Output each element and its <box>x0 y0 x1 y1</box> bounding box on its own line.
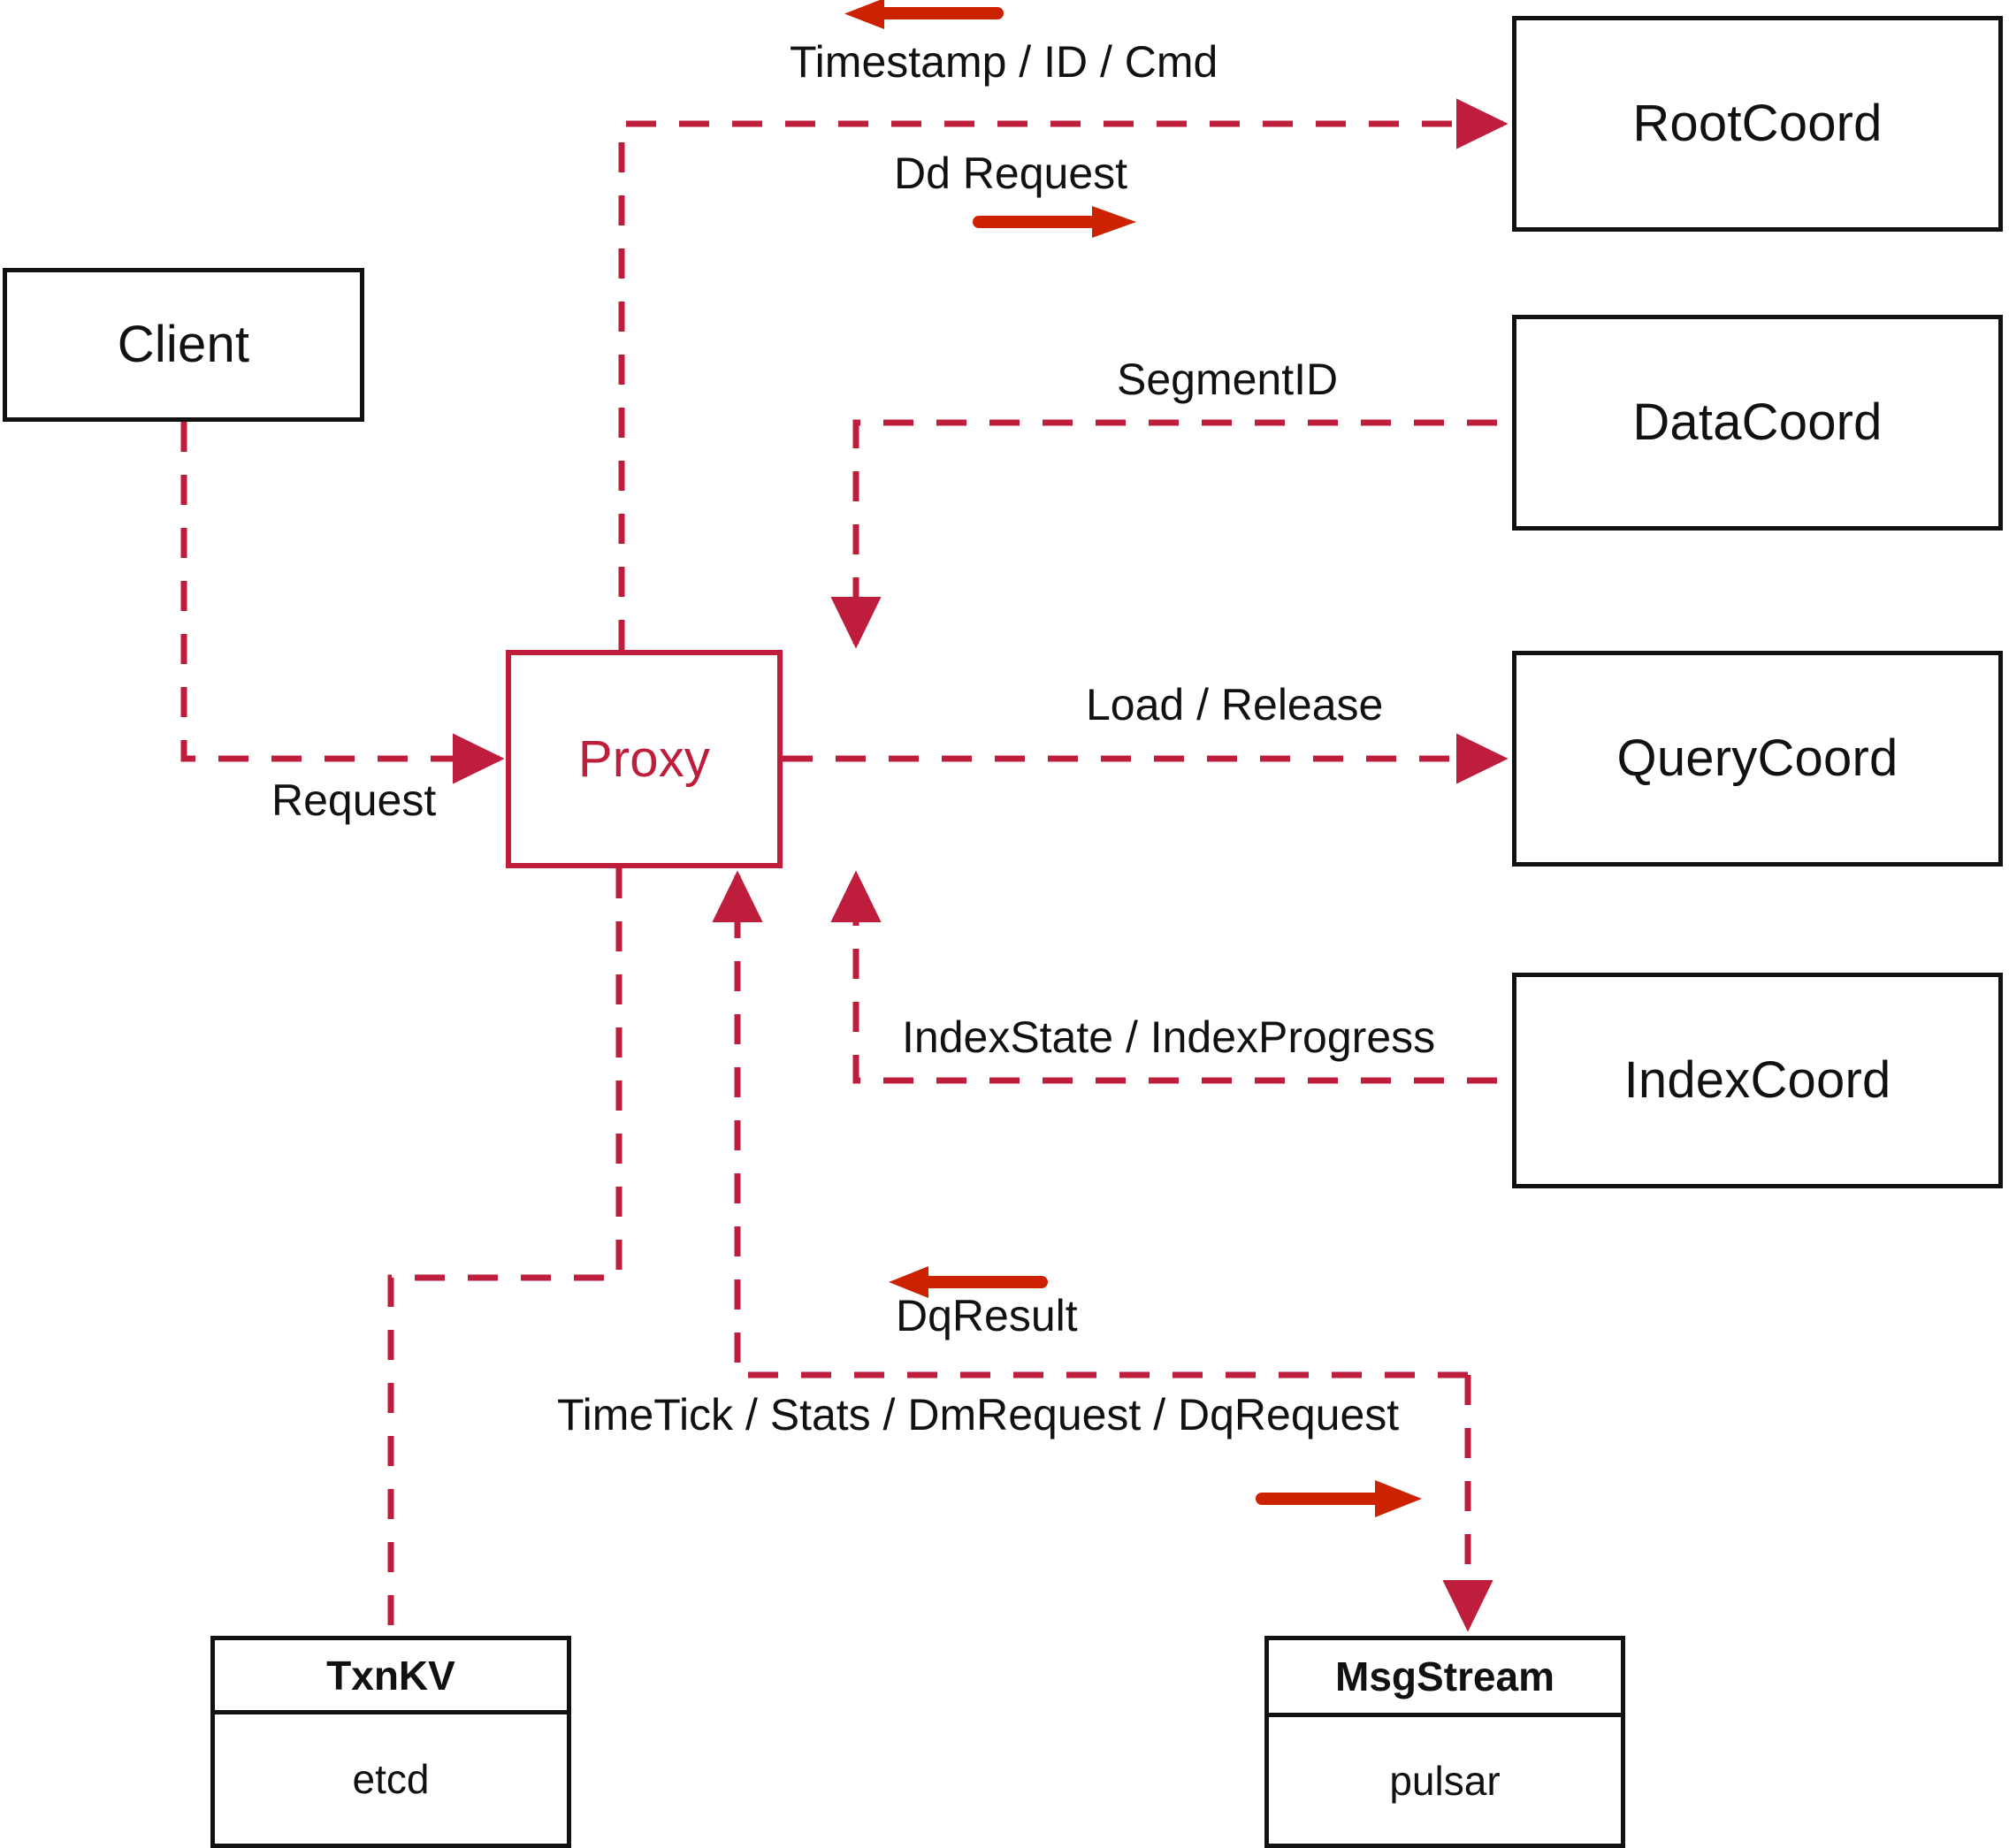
arrow-left-dqresult <box>889 1266 1048 1298</box>
node-msgstream-title: MsgStream <box>1335 1653 1554 1699</box>
node-msgstream-body: pulsar <box>1269 1717 1621 1844</box>
node-txnkv-body: etcd <box>215 1714 567 1844</box>
node-txnkv-header: TxnKV <box>215 1640 567 1714</box>
edge-label-segmentid: SegmentID <box>1117 355 1339 404</box>
direction-arrow-group <box>844 0 1422 1517</box>
arrow-right-timetick <box>1256 1480 1422 1517</box>
node-txnkv[interactable]: TxnKV etcd <box>210 1636 571 1848</box>
node-txnkv-impl: etcd <box>352 1756 430 1802</box>
edge-label-timetick: TimeTick / Stats / DmRequest / DqRequest <box>557 1390 1400 1439</box>
edge-label-request: Request <box>271 775 437 825</box>
node-rootcoord[interactable]: RootCoord <box>1512 16 2003 232</box>
edge-client-to-proxy <box>180 422 505 784</box>
node-querycoord[interactable]: QueryCoord <box>1512 651 2003 867</box>
edge-label-dqresult: DqResult <box>896 1291 1078 1340</box>
edge-label-dd-request: Dd Request <box>894 149 1128 198</box>
node-msgstream-impl: pulsar <box>1389 1757 1501 1804</box>
node-client-label: Client <box>117 316 250 373</box>
node-msgstream[interactable]: MsgStream pulsar <box>1264 1636 1625 1848</box>
edge-proxy-to-rootcoord <box>618 98 1509 650</box>
edge-msgstream-to-proxy <box>712 870 1468 1378</box>
edge-label-load-release: Load / Release <box>1086 680 1384 729</box>
node-datacoord[interactable]: DataCoord <box>1512 315 2003 531</box>
node-proxy-label: Proxy <box>577 729 711 788</box>
node-querycoord-label: QueryCoord <box>1616 729 1898 787</box>
node-indexcoord-label: IndexCoord <box>1623 1051 1891 1109</box>
node-datacoord-label: DataCoord <box>1632 393 1883 451</box>
node-rootcoord-label: RootCoord <box>1632 95 1883 152</box>
edge-label-indexstate: IndexState / IndexProgress <box>902 1012 1436 1062</box>
node-msgstream-header: MsgStream <box>1269 1640 1621 1717</box>
edge-proxy-to-txnkv <box>387 868 623 1636</box>
node-indexcoord[interactable]: IndexCoord <box>1512 973 2003 1188</box>
arrow-right-dd-request <box>973 206 1136 238</box>
edge-indexcoord-to-proxy <box>830 870 1497 1084</box>
edge-label-timestamp-id-cmd: Timestamp / ID / Cmd <box>790 37 1218 87</box>
node-txnkv-title: TxnKV <box>326 1652 455 1699</box>
arrow-left-timestamp <box>844 0 1004 29</box>
node-proxy[interactable]: Proxy <box>506 650 783 868</box>
edge-datacoord-to-proxy <box>830 419 1497 649</box>
node-client[interactable]: Client <box>3 268 364 422</box>
